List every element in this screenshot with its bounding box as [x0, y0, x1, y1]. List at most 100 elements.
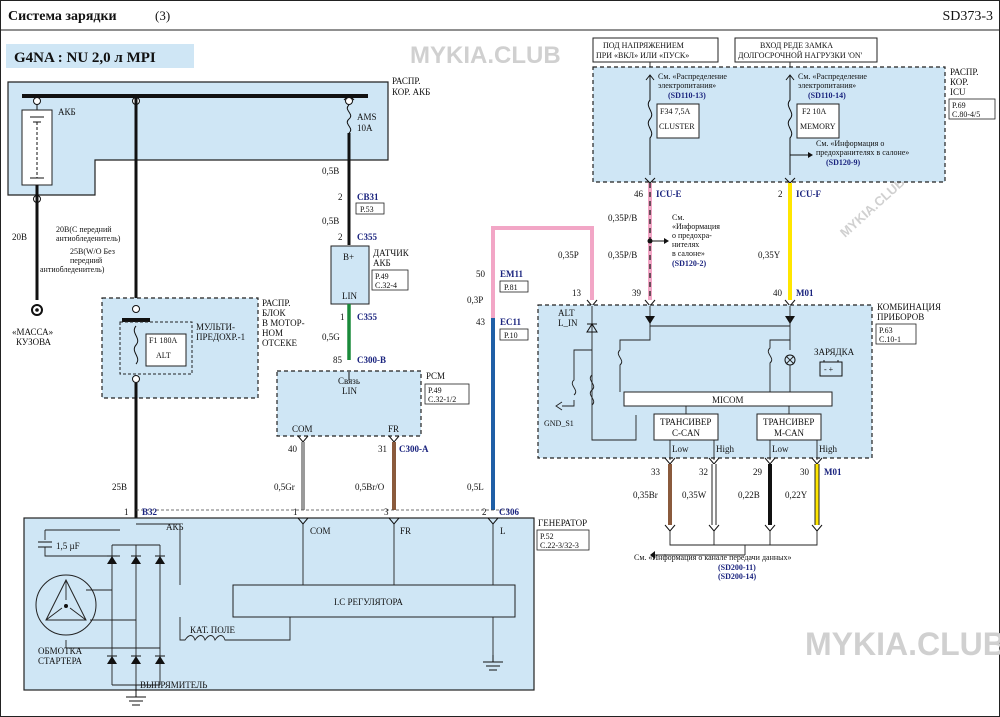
icu-ref-1: P.69	[952, 101, 966, 110]
rectifier-bridge	[111, 544, 161, 686]
ec11-ref: P.10	[504, 331, 518, 340]
battery-box-label-1: РАСПР.	[392, 76, 421, 86]
connector-icu-f: ICU-F	[796, 189, 821, 199]
icu-head-2a: ВХОД РЕДЕ ЗАМКА	[760, 41, 833, 50]
c355-pin-bottom: 1	[340, 312, 345, 322]
generator-label: ГЕНЕРАТОР	[538, 518, 587, 528]
engine-box-label-5: ОТСЕКЕ	[262, 338, 298, 348]
pcm-ref-1: P.49	[428, 386, 442, 395]
cluster-pin-29: 29	[753, 467, 763, 477]
generator-ref-2: C.22-3/32-3	[540, 541, 579, 550]
wire-035p-top: 0,35P	[558, 250, 579, 260]
cluster-pin-33: 33	[651, 467, 661, 477]
transceiver-m-can	[756, 413, 822, 441]
transceiver-c-can	[653, 413, 719, 441]
cb31-pin: 2	[338, 192, 343, 202]
pcm-ref-2: C.32-1/2	[428, 395, 456, 404]
gen-pin-com: 1	[293, 507, 298, 517]
battery-box-label-2: КОР. АКБ	[392, 87, 430, 97]
icu-see-2b: электропитания»	[798, 81, 856, 90]
gen-l-label: L	[500, 526, 506, 536]
gen-pin-b: 1	[124, 507, 129, 517]
cluster-see-4d: нителях	[672, 240, 699, 249]
icu-see-1c: (SD110-13)	[668, 91, 706, 100]
wire-05b-2: 0,5B	[322, 216, 339, 226]
wire-25b-label: 25B	[112, 482, 127, 492]
icu-see-3c: (SD120-9)	[826, 158, 861, 167]
connector-c306: C306	[499, 507, 519, 517]
wire-035pb-2: 0,35P/B	[608, 250, 637, 260]
battery-sensor-label-2: АКБ	[373, 258, 391, 268]
gen-pin-fr: 3	[384, 507, 389, 517]
battery-distribution-box	[7, 81, 389, 196]
wire-022b: 0,22B	[738, 490, 760, 500]
ic-regulator	[232, 584, 516, 618]
c-can-low: Low	[672, 444, 689, 454]
cb31-ref: P.53	[360, 205, 374, 214]
icu-see-1a: См. «Распределение	[658, 72, 727, 81]
connector-c355-bottom: C355	[357, 312, 377, 322]
icu-see-2c: (SD110-14)	[808, 91, 846, 100]
connector-m01-bottom: M01	[824, 467, 842, 477]
connector-c300a: C300-A	[399, 444, 429, 454]
trx-c-can-2: C-CAN	[672, 428, 701, 438]
icu-label-3: ICU	[950, 87, 966, 97]
cluster-pin-40: 40	[773, 288, 783, 298]
f34-fuse-name: CLUSTER	[659, 122, 695, 131]
sensor-ref-1: P.49	[375, 272, 389, 281]
multi-fuse-label-2: ПРЕДОХР.-1	[196, 332, 245, 342]
cluster-pin-39: 39	[632, 288, 642, 298]
cluster-pin-32: 32	[699, 467, 708, 477]
connector-b32: B32	[142, 507, 158, 517]
gen-fr-label: FR	[400, 526, 411, 536]
wire-20b-label: 20B	[12, 232, 27, 242]
battery-warning-icon	[819, 361, 843, 377]
trx-m-can-2: M-CAN	[774, 428, 805, 438]
wire-03p: 0,3P	[467, 295, 483, 305]
cluster-see-4b: «Информация	[672, 222, 720, 231]
cluster-see-4c: о предохра-	[672, 231, 712, 240]
f2-fuse-rating: F2 10A	[802, 107, 826, 116]
wire-05gr: 0,5Gr	[274, 482, 295, 492]
regulator-label: I.C РЕГУЛЯТОРА	[334, 597, 403, 607]
pcm-box	[276, 370, 422, 437]
em11-ref: P.81	[504, 283, 518, 292]
wire-035y: 0,35Y	[758, 250, 781, 260]
wire-035pb-1: 0,35P/B	[608, 213, 637, 223]
micom-label: MICOM	[712, 395, 744, 405]
cluster-see-4a: См.	[672, 213, 684, 222]
wire-05b-1: 0,5B	[322, 166, 339, 176]
cluster-see-4e: в салоне»	[672, 249, 705, 258]
c355-pin-top: 2	[338, 232, 343, 242]
m-can-low: Low	[772, 444, 789, 454]
c-can-high: High	[716, 444, 735, 454]
icu-label-1: РАСПР.	[950, 67, 979, 77]
svg-text:- +: - +	[824, 365, 834, 374]
pcm-lin-2: LIN	[342, 386, 357, 396]
engine-box-label-3: В МОТОР-	[262, 318, 305, 328]
charge-lamp-label: ЗАРЯДКА	[814, 347, 855, 357]
f1-fuse-name: ALT	[156, 351, 171, 360]
connector-icu-e: ICU-E	[656, 189, 682, 199]
icu-see-1b: электропитания»	[658, 81, 716, 90]
battery-label: АКБ	[58, 107, 76, 117]
wire-note-2: антиобледенитель)	[56, 234, 121, 243]
icu-f-pin: 2	[778, 189, 783, 199]
cluster-label-2: ПРИБОРОВ	[877, 312, 924, 322]
sensor-lin: LIN	[342, 291, 357, 301]
stator-label-1: ОБМОТКА	[38, 646, 83, 656]
stator-icon	[35, 574, 97, 636]
engine-box-label-4: НОМ	[262, 328, 283, 338]
stator-label-2: СТАРТЕРА	[38, 656, 83, 666]
micom-block	[623, 391, 833, 407]
pcm-fr: FR	[388, 424, 399, 434]
c300b-pin: 85	[333, 355, 343, 365]
pcm-pin-com: 40	[288, 444, 298, 454]
connector-em11: EM11	[500, 269, 524, 279]
connector-ec11: EC11	[500, 317, 522, 327]
capacitor-label: 1,5 µF	[56, 541, 80, 551]
icu-label-2: КОР.	[950, 77, 968, 87]
cluster-alt-1: ALT	[558, 308, 575, 318]
can-see-5: См. «Информация о канале передачи данных…	[634, 553, 792, 562]
